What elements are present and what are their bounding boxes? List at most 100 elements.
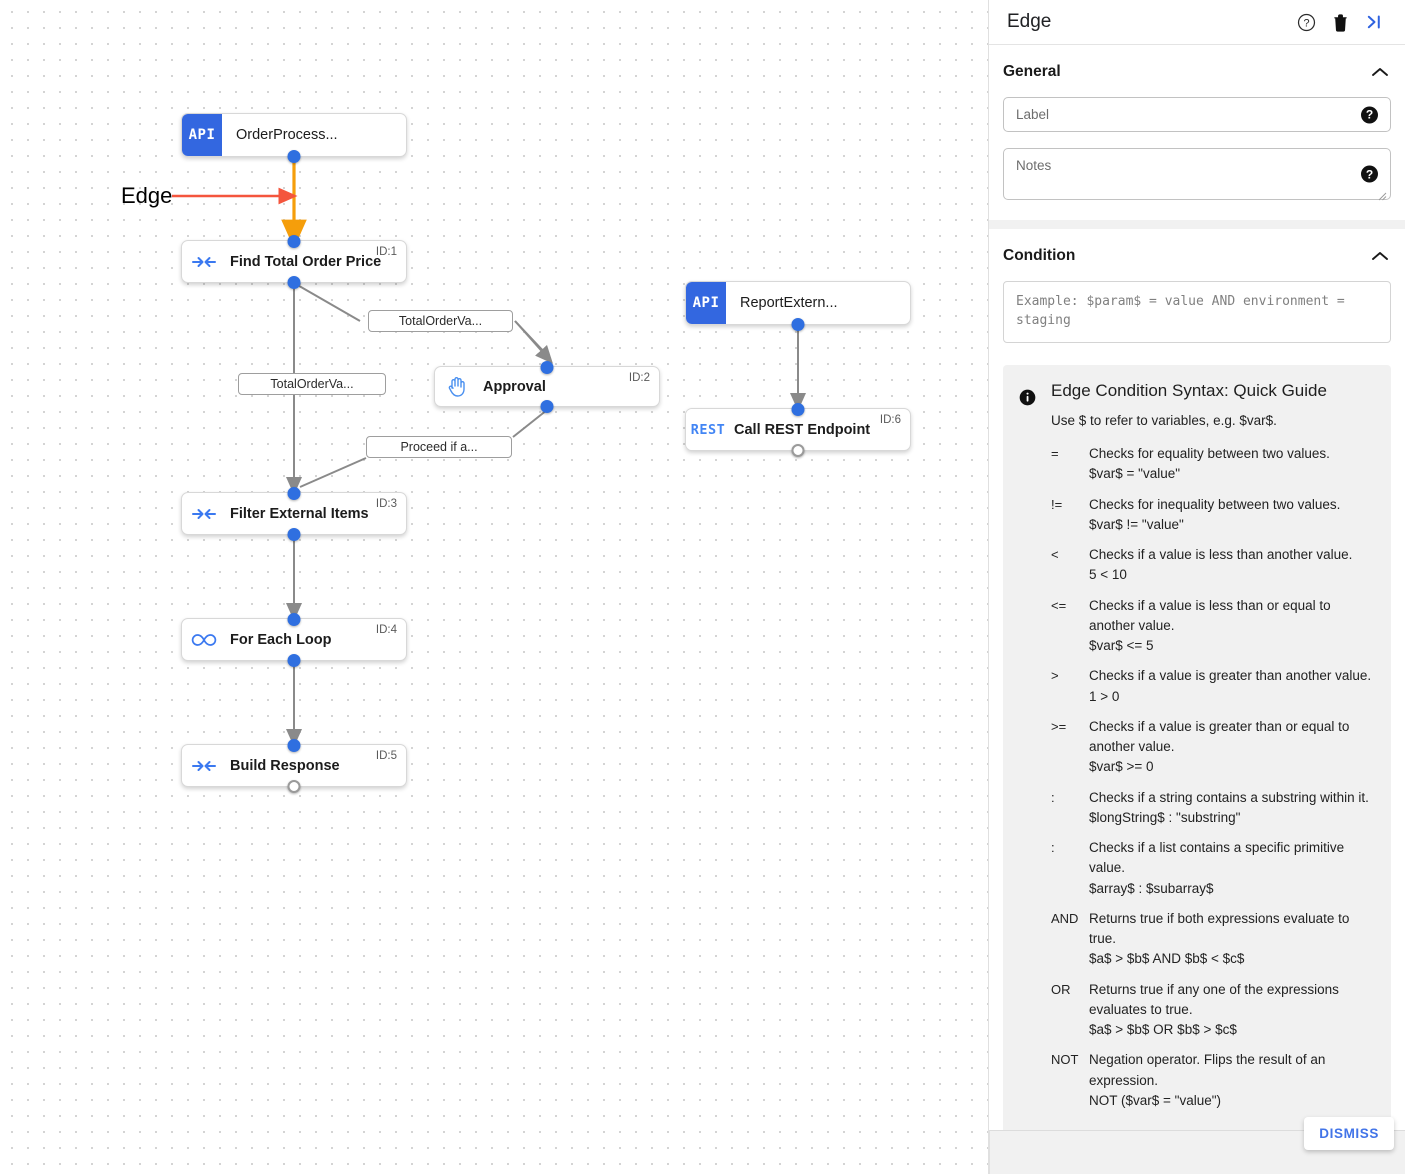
guide-subtitle: Use $ to refer to variables, e.g. $var$.	[1051, 413, 1277, 428]
operator-symbol: =	[1051, 446, 1059, 461]
node-call-rest-endpoint[interactable]: REST Call REST Endpoint ID:6	[685, 402, 911, 457]
node-find-total-order-price[interactable]: Find Total Order Price ID:1	[181, 234, 407, 289]
edge-chip-to-filter	[299, 457, 367, 488]
general-section-header[interactable]: General	[1003, 59, 1391, 97]
node-body: API ReportExtern...	[686, 282, 910, 324]
edge-label-chip[interactable]: TotalOrderVa...	[238, 373, 386, 395]
operator-row: OR Returns true if any one of the express…	[1051, 980, 1373, 1041]
delete-icon[interactable]	[1323, 5, 1357, 39]
operator-row: :Checks if a list contains a specific pr…	[1051, 838, 1373, 899]
node-title: Build Response	[230, 757, 340, 774]
operator-symbol: <=	[1051, 597, 1067, 613]
node-id-label: ID:1	[375, 246, 397, 258]
operator-description-group: Returns true if any one of the expressio…	[1089, 980, 1373, 1041]
node-title: Call REST Endpoint	[734, 421, 871, 438]
panel-content[interactable]: General Label ? Notes ?	[989, 45, 1405, 1174]
input-port[interactable]	[287, 486, 301, 500]
node-approval[interactable]: Approval ID:2	[434, 360, 660, 413]
api-badge-icon: API	[182, 114, 222, 156]
output-port[interactable]	[287, 149, 301, 163]
notes-help-icon[interactable]: ?	[1361, 165, 1378, 183]
operator-example: $a$ > $b$ OR $b$ > $c$	[1089, 1022, 1237, 1037]
operator-row: = Checks for equality between two values.…	[1051, 444, 1373, 485]
operator-example: $var$ != "value"	[1089, 516, 1184, 532]
node-orderprocess[interactable]: API OrderProcess...	[181, 113, 407, 163]
operator-description-group: Checks for inequality between two values…	[1089, 495, 1373, 536]
node-id-label: ID:5	[375, 750, 397, 762]
node-body: Find Total Order Price	[182, 241, 406, 282]
node-title: For Each Loop	[230, 631, 332, 648]
condition-input[interactable]: Example: $param$ = value AND environment…	[1003, 281, 1391, 343]
output-port[interactable]	[287, 275, 301, 289]
edge-properties-panel: Edge ? General Label	[988, 0, 1405, 1174]
resize-handle[interactable]	[1378, 188, 1387, 201]
label-field[interactable]: Label ?	[1003, 97, 1391, 132]
output-port[interactable]	[287, 527, 301, 541]
operator-example: $a$ > $b$ AND $b$ < $c$	[1089, 951, 1245, 967]
condition-placeholder: Example: $param$ = value AND environment…	[1016, 294, 1345, 328]
collapse-panel-icon[interactable]	[1357, 5, 1391, 39]
guide-title: Edge Condition Syntax: Quick Guide	[1051, 381, 1327, 400]
general-section: General Label ? Notes ?	[989, 45, 1405, 220]
api-badge-icon: API	[686, 282, 726, 324]
node-body: Approval	[435, 367, 659, 406]
operator-description: Returns true if any one of the expressio…	[1089, 981, 1339, 1017]
merge-arrows-icon	[182, 758, 226, 774]
node-title: Find Total Order Price	[230, 253, 382, 270]
workflow-canvas[interactable]: Edge API OrderProcess... Find Total Orde…	[0, 0, 988, 1174]
input-port[interactable]	[287, 612, 301, 626]
output-port[interactable]	[540, 399, 554, 413]
node-filter-external-items[interactable]: Filter External Items ID:3	[181, 486, 407, 541]
operator-example: 1 > 0	[1089, 688, 1120, 704]
operator-example: $array$ : $subarray$	[1089, 880, 1214, 896]
edge-label-chip[interactable]: TotalOrderVa...	[368, 310, 513, 332]
label-help-icon[interactable]: ?	[1361, 106, 1378, 123]
operator-description: Negation operator. Flips the result of a…	[1089, 1052, 1326, 1088]
output-port[interactable]	[287, 779, 301, 793]
input-port[interactable]	[540, 360, 554, 374]
operator-description-group: Negation operator. Flips the result of a…	[1089, 1050, 1373, 1111]
chevron-up-icon[interactable]	[1369, 245, 1391, 267]
output-port[interactable]	[791, 443, 805, 457]
condition-section-header[interactable]: Condition	[1003, 243, 1391, 281]
operator-description-group: Checks for equality between two values.$…	[1089, 444, 1373, 485]
chevron-up-icon[interactable]	[1369, 61, 1391, 83]
node-build-response[interactable]: Build Response ID:5	[181, 738, 407, 793]
svg-text:?: ?	[1303, 17, 1309, 29]
operator-symbol: !=	[1051, 496, 1063, 512]
node-for-each-loop[interactable]: For Each Loop ID:4	[181, 612, 407, 667]
operator-description: Checks if a value is less than or equal …	[1089, 597, 1331, 633]
output-port[interactable]	[287, 653, 301, 667]
node-title: Approval	[483, 378, 546, 395]
operator-description: Checks for inequality between two values…	[1089, 496, 1341, 512]
page-title: Edge	[1007, 11, 1052, 32]
help-icon[interactable]: ?	[1289, 5, 1323, 39]
operator-row: <Checks if a value is less than another …	[1051, 545, 1373, 586]
infinity-icon	[182, 633, 226, 647]
label-field-placeholder: Label	[1016, 107, 1050, 122]
operator-symbol: <	[1051, 547, 1059, 562]
output-port[interactable]	[791, 317, 805, 331]
node-reportextern[interactable]: API ReportExtern...	[685, 281, 911, 331]
operator-description-group: Checks if a list contains a specific pri…	[1089, 838, 1373, 899]
operator-description-group: Checks if a string contains a substring …	[1089, 788, 1373, 829]
input-port[interactable]	[287, 234, 301, 248]
operator-row: :Checks if a string contains a substring…	[1051, 788, 1373, 829]
operator-symbol: OR	[1051, 981, 1071, 997]
node-id-label: ID:3	[375, 498, 397, 510]
merge-arrows-icon	[182, 506, 226, 522]
panel-header: Edge ?	[989, 0, 1405, 45]
merge-arrows-icon	[182, 254, 226, 270]
operator-example: NOT ($var$ = "value")	[1089, 1092, 1222, 1108]
edge-label-chip[interactable]: Proceed if a...	[366, 436, 512, 458]
operator-description-group: Returns true if both expressions evaluat…	[1089, 909, 1373, 970]
input-port[interactable]	[287, 738, 301, 752]
operator-description: Checks if a string contains a substring …	[1089, 789, 1369, 805]
operator-symbol: >=	[1051, 718, 1067, 734]
operator-description-group: Checks if a value is greater than anothe…	[1089, 666, 1373, 707]
input-port[interactable]	[791, 402, 805, 416]
dismiss-button[interactable]: DISMISS	[1304, 1117, 1394, 1150]
operator-description: Checks if a value is greater than anothe…	[1089, 668, 1372, 684]
notes-field[interactable]: Notes ?	[1003, 148, 1391, 201]
